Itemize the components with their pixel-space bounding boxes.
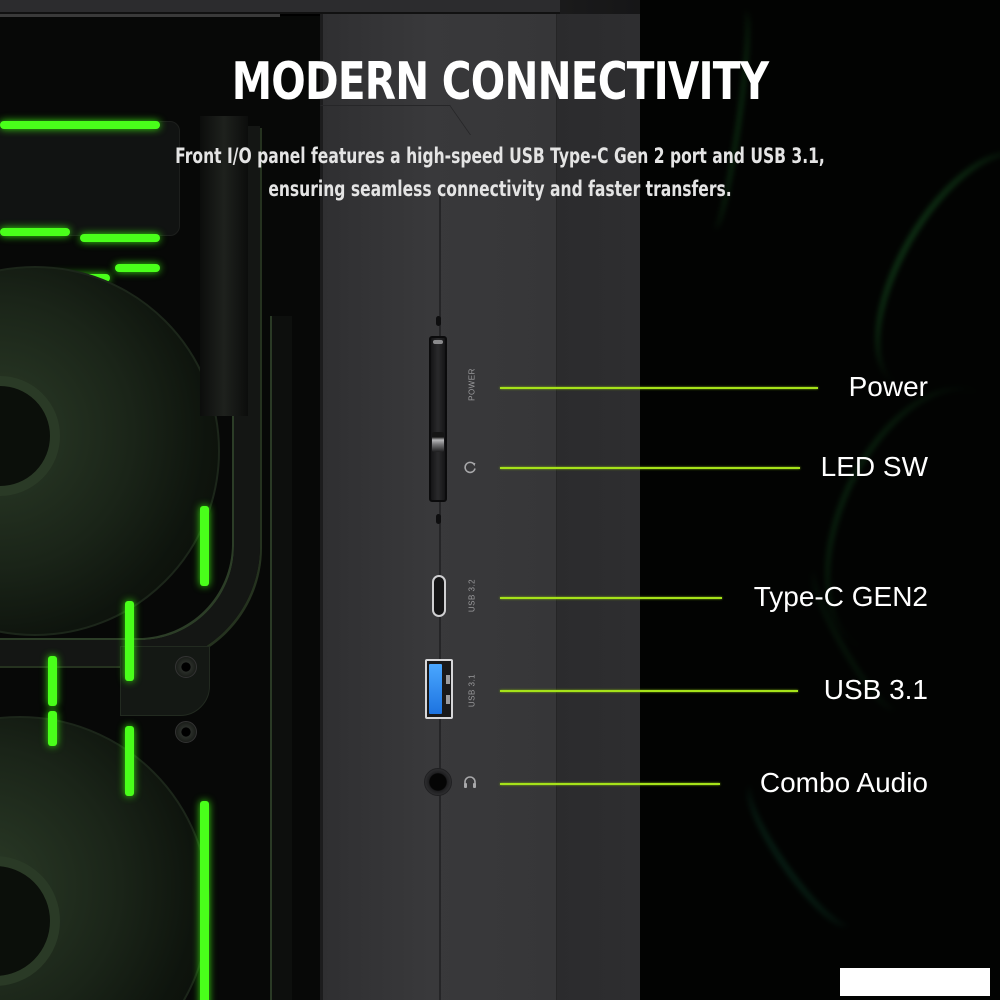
callout-line-led-sw (500, 467, 800, 469)
green-streak (788, 359, 1000, 681)
indicator-slot (436, 316, 441, 326)
usb-3-1-port[interactable] (425, 659, 453, 719)
power-button-cap (433, 340, 443, 344)
callout-label-power: Power (848, 371, 928, 402)
callout-label-usb-31: USB 3.1 (823, 674, 928, 705)
case-top (0, 0, 560, 14)
neon-strip (125, 726, 134, 796)
white-corner-block (840, 968, 990, 996)
callout-label-combo-audio: Combo Audio (759, 767, 928, 798)
callout-label-type-c: Type-C GEN2 (753, 581, 928, 612)
neon-strip (200, 506, 209, 586)
usb-c-engraving: USB 3.2 (467, 578, 477, 613)
background-right (640, 0, 1000, 1000)
subtitle: Front I/O panel features a high-speed US… (130, 140, 870, 206)
callout-label-led-sw: LED SW (820, 451, 928, 482)
power-engraving: POWER (467, 368, 477, 401)
headphones-icon (463, 775, 477, 794)
front-panel-side (556, 14, 640, 1000)
case-interior (0, 16, 320, 1000)
power-button[interactable] (429, 336, 447, 502)
refresh-icon (464, 460, 477, 479)
neon-strip (125, 601, 134, 681)
led-switch-knob[interactable] (432, 432, 444, 452)
subtitle-line-1: Front I/O panel features a high-speed US… (175, 144, 825, 168)
side-rail (270, 316, 292, 1000)
neon-strip (200, 801, 209, 1000)
callout-line-usb-31 (500, 690, 798, 692)
combo-audio-jack[interactable] (424, 768, 452, 796)
usb-latch (446, 675, 450, 684)
usb-tongue (429, 664, 442, 714)
callout-line-power (500, 387, 818, 389)
fan-bracket (120, 646, 210, 716)
neon-strip (48, 711, 57, 746)
neon-strip (48, 656, 57, 706)
usb-type-c-port[interactable] (432, 575, 446, 617)
page-title: MODERN CONNECTIVITY (231, 52, 769, 112)
callout-line-type-c (500, 597, 722, 599)
coolant-tube-vertical (200, 116, 248, 416)
neon-strip (115, 264, 160, 272)
usb-latch (446, 695, 450, 704)
neon-strip (0, 121, 160, 129)
callout-line-combo-audio (500, 783, 720, 785)
glass-edge (0, 14, 280, 17)
neon-strip (80, 234, 160, 242)
screw (175, 721, 197, 743)
usb-a-engraving: USB 3.1 (467, 673, 477, 708)
indicator-slot (436, 514, 441, 524)
subtitle-line-2: ensuring seamless connectivity and faste… (268, 177, 732, 201)
screw (175, 656, 197, 678)
